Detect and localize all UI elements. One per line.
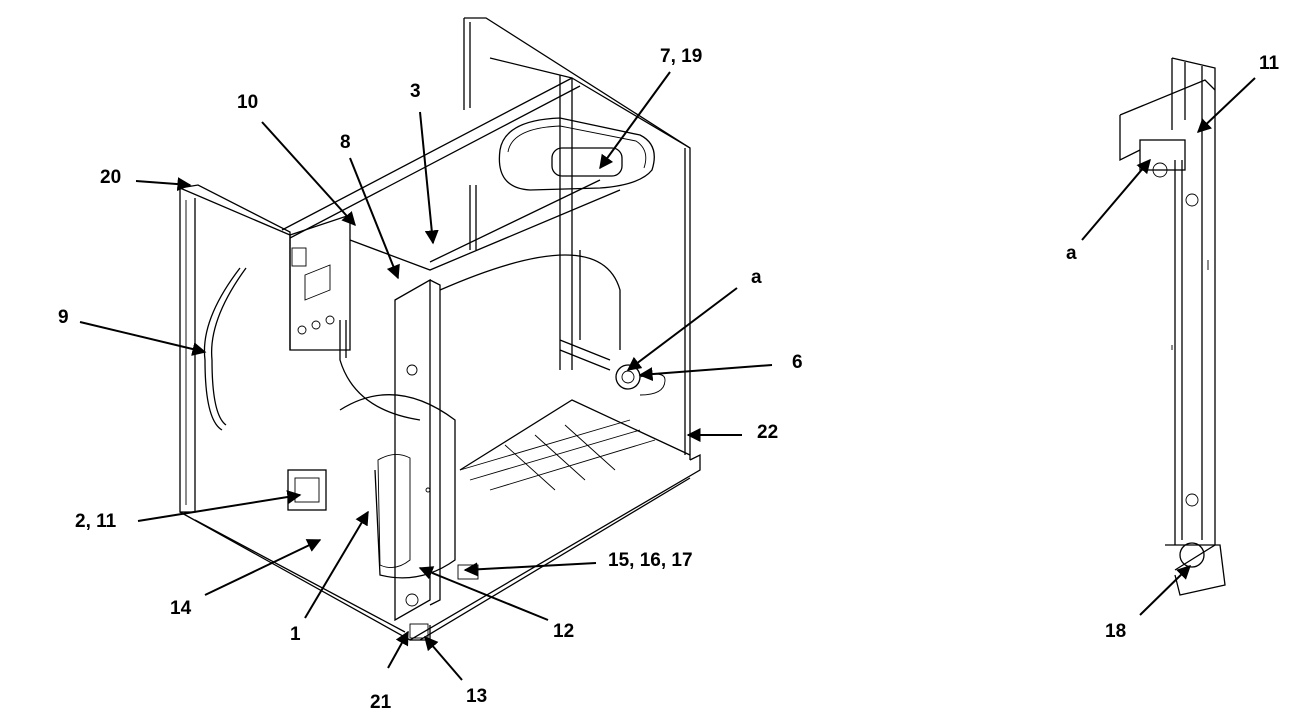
callout-11-side: 11	[1259, 53, 1280, 74]
leader-15-16-17	[463, 562, 597, 577]
callout-a-main: a	[751, 267, 762, 288]
leader-10	[261, 121, 356, 227]
callout-13: 13	[466, 686, 487, 707]
callout-7-19: 7, 19	[660, 46, 702, 67]
callout-2-11: 2, 11	[75, 511, 117, 532]
leader-18	[1139, 565, 1191, 616]
callout-14: 14	[170, 598, 192, 619]
callout-18: 18	[1105, 621, 1126, 642]
callout-12: 12	[553, 621, 574, 642]
callout-21: 21	[370, 692, 392, 713]
leader-7-19	[599, 71, 671, 170]
callout-8: 8	[340, 132, 351, 153]
leader-lines	[79, 71, 1256, 681]
leader-9	[79, 321, 207, 356]
callout-6: 6	[792, 352, 803, 373]
callout-9: 9	[58, 307, 69, 328]
leader-14	[204, 539, 322, 596]
leader-20	[135, 177, 192, 192]
leader-a-side	[1081, 158, 1151, 241]
callout-10: 10	[237, 92, 258, 113]
callout-1: 1	[290, 624, 301, 645]
callout-22: 22	[757, 422, 778, 443]
callout-3: 3	[410, 81, 421, 102]
leader-6	[638, 364, 773, 382]
callout-20: 20	[100, 167, 121, 188]
leader-11-side	[1196, 77, 1256, 133]
callout-15-16-17: 15, 16, 17	[608, 550, 693, 571]
leader-2-11	[137, 490, 302, 522]
leader-1	[304, 510, 369, 619]
leader-8	[349, 157, 400, 280]
leader-12	[418, 566, 549, 621]
leader-21	[387, 630, 409, 669]
leader-a-main	[626, 287, 738, 371]
callout-labels: 1 2, 11 3 6 7, 19 8 9 10 12 13 14 15, 16…	[58, 46, 1280, 713]
side-view-drawing	[1119, 57, 1226, 596]
leader-13	[424, 635, 463, 681]
callout-a-side: a	[1066, 243, 1077, 264]
leader-3	[419, 111, 439, 245]
